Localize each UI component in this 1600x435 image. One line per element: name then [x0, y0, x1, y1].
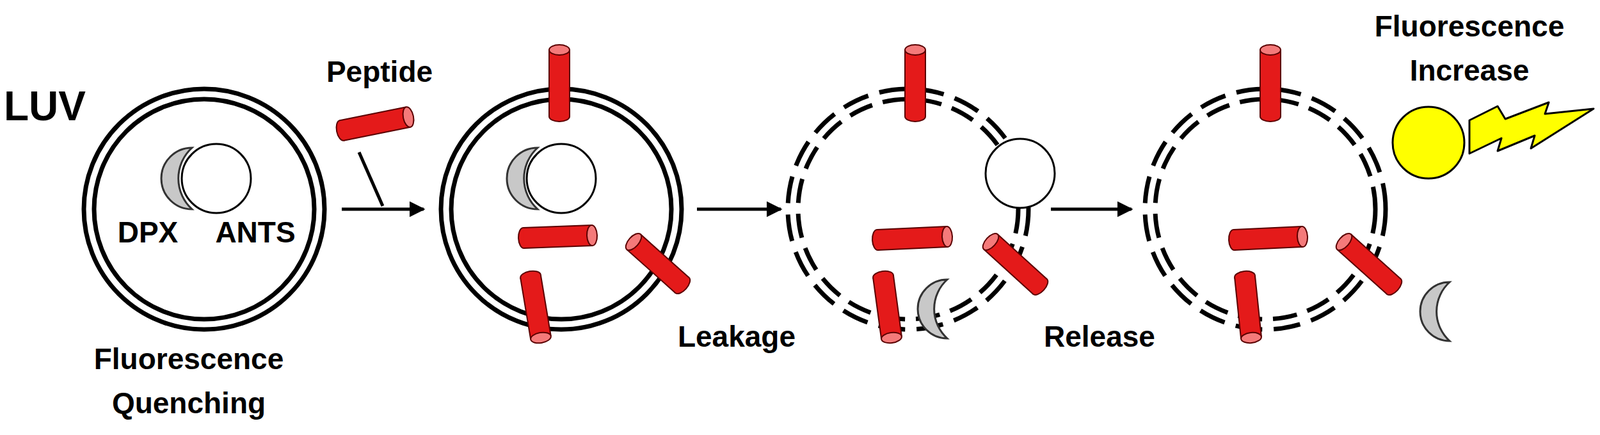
- dpx-quencher: [1420, 282, 1450, 342]
- peptide-helix: [871, 226, 953, 251]
- label: DPX: [96, 210, 200, 255]
- peptide-helix: [979, 231, 1051, 298]
- peptide-helix: [904, 44, 926, 122]
- leaky-membrane-inner: [1155, 99, 1376, 320]
- lightning-bolt: [1469, 102, 1594, 154]
- dpx-quencher: [506, 147, 538, 210]
- peptide-helix: [517, 225, 598, 249]
- leaky-membrane-outer: [1144, 88, 1386, 330]
- peptide-helix: [334, 106, 416, 143]
- label: Peptide: [296, 49, 463, 95]
- addition-line: [359, 152, 383, 207]
- peptide-helix: [1333, 231, 1405, 299]
- ants-dye: [526, 144, 596, 214]
- leaky-membrane-outer: [787, 88, 1029, 330]
- ants-dye: [181, 144, 251, 214]
- peptide-helix: [872, 270, 903, 345]
- label: Leakage: [659, 314, 814, 360]
- dpx-quencher: [917, 279, 948, 339]
- membrane-outer: [83, 88, 325, 330]
- label: Fluorescence Increase: [1347, 4, 1592, 93]
- membrane-outer: [440, 88, 682, 330]
- dpx-quencher: [161, 147, 192, 210]
- label: ANTS: [204, 210, 307, 255]
- label: Fluorescence Quenching: [67, 337, 311, 426]
- leaky-membrane-inner: [798, 99, 1019, 320]
- membrane-inner: [451, 99, 672, 320]
- ants-dye: [985, 138, 1055, 208]
- peptide-helix: [1228, 226, 1308, 251]
- peptide-helix: [549, 44, 570, 122]
- step-arrow: [341, 208, 424, 212]
- membrane-inner: [94, 99, 315, 320]
- step-arrow: [1050, 208, 1132, 212]
- peptide-helix: [622, 231, 693, 297]
- peptide-helix: [519, 269, 552, 345]
- peptide-helix: [1260, 44, 1281, 122]
- peptide-helix: [1233, 270, 1262, 344]
- label: LUV: [3, 75, 107, 137]
- label: Release: [1022, 314, 1177, 360]
- fluorescent-ants: [1392, 106, 1465, 179]
- step-arrow: [696, 208, 781, 212]
